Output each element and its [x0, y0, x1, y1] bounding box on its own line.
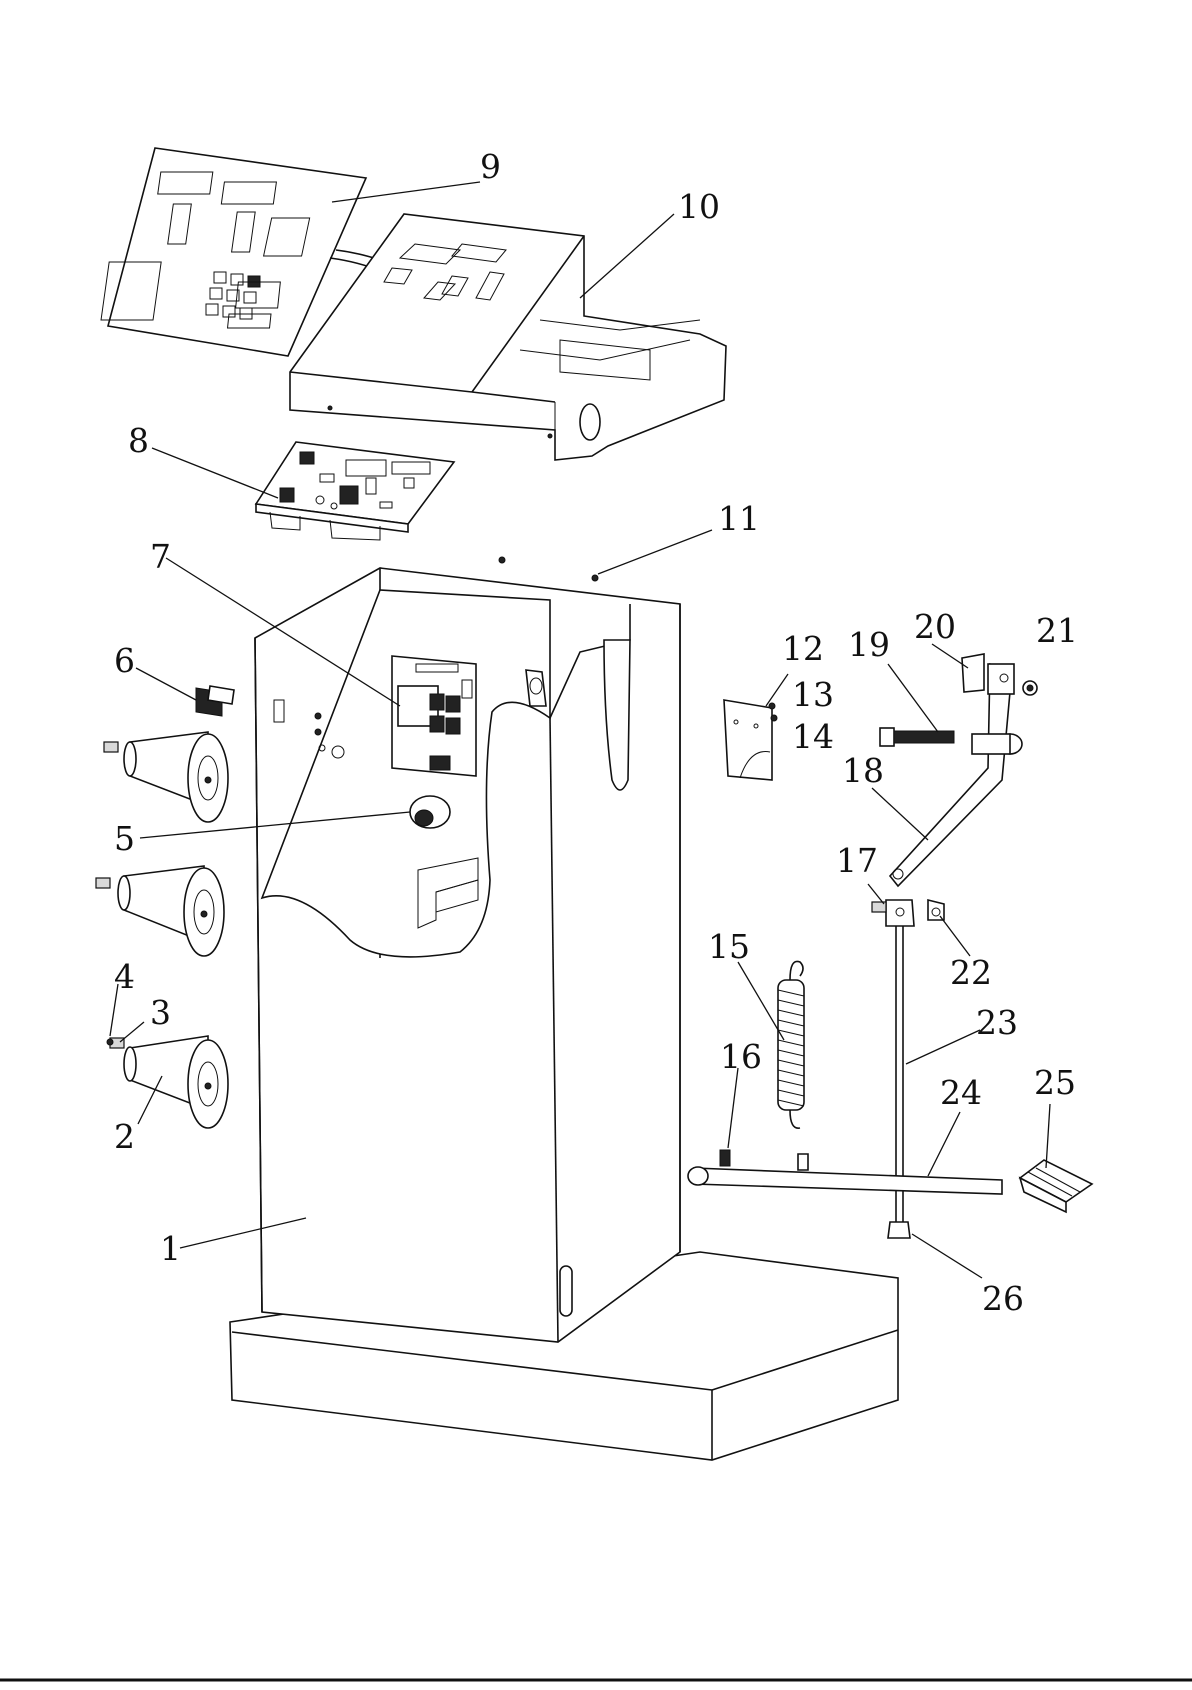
callout-10: 10 [678, 187, 720, 226]
callout-26: 26 [982, 1279, 1024, 1318]
callout-7: 7 [150, 537, 171, 576]
callout-21: 21 [1036, 611, 1078, 650]
part-6-rocker-switch [196, 686, 234, 716]
callout-12: 12 [782, 629, 824, 668]
callout-3: 3 [150, 993, 171, 1032]
part-3-4-screw-washer [107, 1038, 124, 1048]
callout-6: 6 [114, 641, 135, 680]
callout-25: 25 [1034, 1063, 1076, 1102]
part-25-foot-pedal [1020, 1160, 1092, 1212]
part-10-console-housing [290, 214, 726, 460]
part-19-bolt [880, 728, 954, 746]
callout-14: 14 [792, 717, 834, 756]
callout-1: 1 [160, 1229, 181, 1268]
part-12-bracket-plate [724, 700, 777, 780]
callout-9: 9 [480, 147, 501, 186]
callout-11: 11 [718, 499, 760, 538]
part-20-pad [962, 654, 984, 692]
part-24-lever [688, 1150, 1002, 1194]
callout-5: 5 [114, 819, 135, 858]
part-2-storage-cones [96, 732, 228, 1128]
callout-16: 16 [720, 1037, 762, 1076]
callout-23: 23 [976, 1003, 1018, 1042]
callout-17: 17 [836, 841, 878, 880]
callout-4: 4 [114, 957, 135, 996]
callout-15: 15 [708, 927, 750, 966]
callout-20: 20 [914, 607, 956, 646]
callout-24: 24 [940, 1073, 982, 1112]
callout-18: 18 [842, 751, 884, 790]
part-21-nut [1023, 681, 1037, 695]
callout-19: 19 [848, 625, 890, 664]
callout-13: 13 [792, 675, 834, 714]
callout-22: 22 [950, 953, 992, 992]
part-8-main-pcb [256, 442, 454, 540]
part-18-pedal-arm [890, 664, 1022, 886]
callout-8: 8 [128, 421, 149, 460]
part-5-cable-gland [410, 796, 450, 828]
callout-2: 2 [114, 1117, 135, 1156]
part-15-spring [778, 961, 804, 1128]
